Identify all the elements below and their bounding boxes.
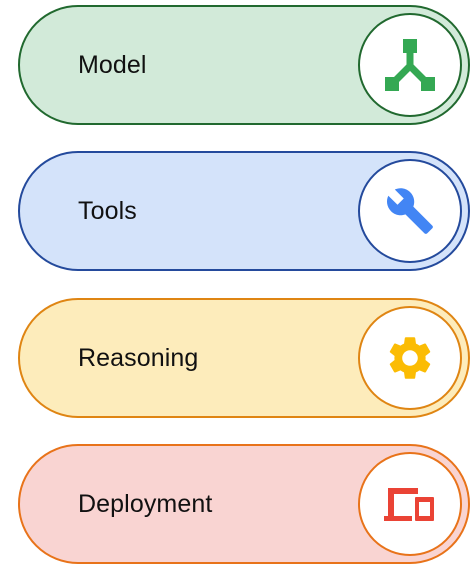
icon-circle-model xyxy=(358,13,462,117)
devices-icon xyxy=(384,488,434,521)
pill-label-deployment: Deployment xyxy=(78,490,213,518)
pill-model: Model xyxy=(18,5,470,125)
icon-circle-deployment xyxy=(358,452,462,556)
icon-circle-reasoning xyxy=(358,306,462,410)
pill-tools: Tools xyxy=(18,151,470,271)
gear-icon xyxy=(389,337,431,379)
pill-label-tools: Tools xyxy=(78,197,137,225)
wrench-icon xyxy=(386,188,433,234)
model-tree-icon xyxy=(385,39,435,91)
pill-deployment: Deployment xyxy=(18,444,470,564)
pill-reasoning: Reasoning xyxy=(18,298,470,418)
icon-circle-tools xyxy=(358,159,462,263)
pill-label-model: Model xyxy=(78,51,147,79)
pill-label-reasoning: Reasoning xyxy=(78,344,199,372)
